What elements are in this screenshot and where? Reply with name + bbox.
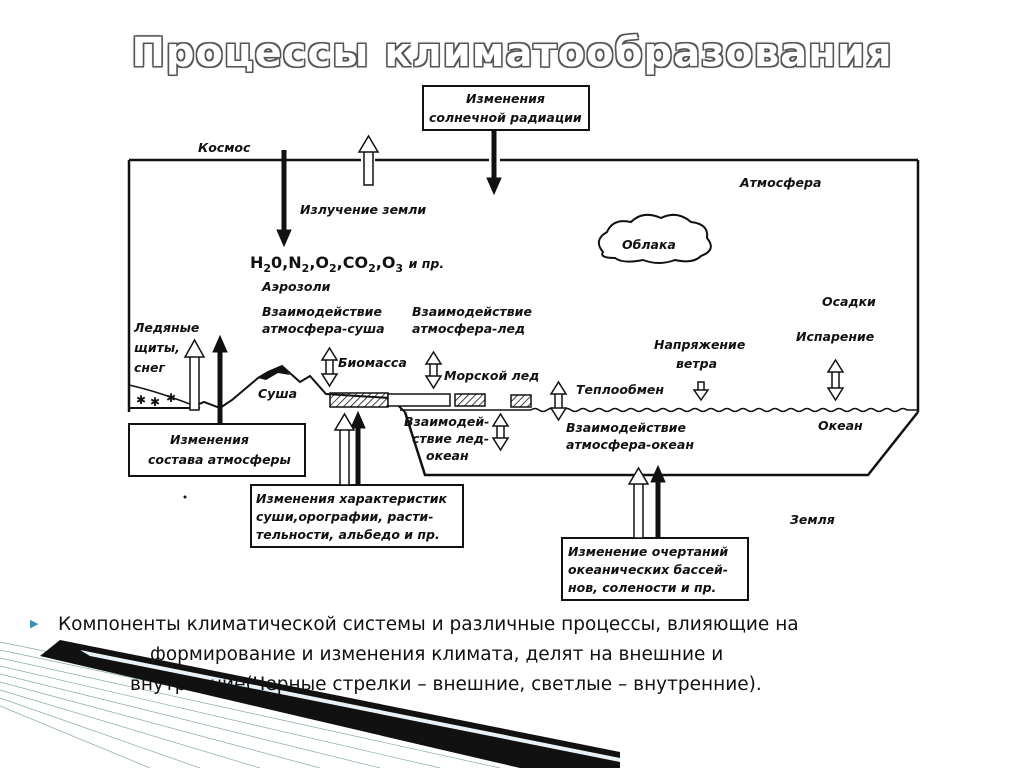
ice-ocean-line-2: ствие лед- (412, 431, 489, 446)
land-box-line-1: Изменения характеристик (256, 491, 448, 506)
ice-ocean-line-1: Взаимодей- (404, 414, 489, 429)
solar-box-line-2: солнечной радиации (429, 110, 582, 125)
aerosols-label: Аэрозоли (261, 279, 331, 294)
land-characteristics-box (250, 484, 464, 548)
land-box-line-2: суши,орографии, расти- (256, 509, 433, 524)
earth-radiation-label: Излучение земли (300, 202, 426, 217)
wind-down-arrow (692, 381, 710, 402)
slide-title: Процессы климатообразования (131, 30, 893, 76)
clouds-label: Облака (622, 237, 676, 252)
ice-sheets-line-2: щиты, (134, 340, 180, 355)
int-ice-line-1: Взаимодействие (412, 304, 532, 319)
heat-exchange-double-arrow (549, 380, 568, 422)
ocean-basin (403, 411, 919, 477)
sea-ice-double-arrow (424, 350, 443, 390)
caption-line-3: внутренние(Черные стрелки – внешние, све… (130, 674, 762, 695)
svg-text:✱: ✱ (166, 391, 176, 405)
int-land-line-1: Взаимодействие (262, 304, 382, 319)
land-up-arrow (350, 410, 366, 485)
composition-up-arrow (212, 334, 228, 424)
sea-ice-label: Морской лед (444, 368, 539, 383)
climate-diagram: ✱✱✱ Облака Изменения солнечной радиации … (127, 85, 920, 601)
cloud-shape (597, 213, 712, 264)
solar-box-line-1: Изменения (466, 91, 545, 106)
ice-sheets-line-1: Ледяные (133, 320, 199, 335)
decorative-stripes (0, 640, 620, 768)
svg-text:✱: ✱ (136, 393, 146, 407)
ocean-label: Океан (818, 418, 863, 433)
chemistry-formula: H20,N2,O2,CO2,O3 и пр. (250, 253, 444, 275)
ocean-basins-box (561, 537, 749, 601)
svg-text:H20,N2,O2,CO2,O3 и пр.: H20,N2,O2,CO2,O3 и пр. (250, 253, 444, 275)
solar-down-arrow (486, 130, 502, 196)
basin-up-arrow (650, 464, 666, 538)
land-box-line-3: тельности, альбедо и пр. (256, 527, 440, 542)
wind-line-2: ветра (676, 356, 717, 371)
comp-box-line-1: Изменения (170, 432, 249, 447)
ice-sheets-line-3: снег (134, 360, 166, 375)
basin-box-line-1: Изменение очертаний (568, 544, 728, 559)
land-light-up-arrow (333, 412, 356, 486)
sea-ice-block-2 (454, 393, 486, 407)
caption-line-1: Компоненты климатической системы и разли… (58, 614, 799, 635)
light-arrows (183, 134, 845, 539)
int-ice-line-2: атмосфера-лед (412, 321, 525, 336)
basin-box-line-3: нов, солености и пр. (568, 580, 716, 595)
ice-ocean-line-3: океан (426, 448, 469, 463)
caption-line-2: формирование и изменения климата, делят … (150, 644, 724, 665)
land-atm-double-arrow (320, 346, 339, 388)
basin-light-up-arrow (627, 466, 650, 539)
ice-sheet-up-arrow (183, 338, 206, 411)
heat-exchange-label: Теплообмен (576, 382, 664, 397)
sea-ice-block-1 (387, 393, 451, 407)
solar-radiation-box (422, 85, 590, 131)
atm-ocean-line-1: Взаимодействие (566, 420, 686, 435)
int-land-line-2: атмосфера-суша (262, 321, 385, 336)
ice-ocean-double-arrow (491, 412, 510, 452)
bullet-icon: ▶ (30, 617, 39, 630)
ocean-surface (530, 407, 918, 413)
atmosphere-composition-box (128, 423, 306, 477)
atmosphere-label: Атмосфера (739, 175, 821, 190)
radiation-down-arrow (276, 150, 292, 248)
snow-cap (258, 366, 290, 380)
earth-label: Земля (790, 512, 835, 527)
ice-sheet-stars: ✱ ✱ ✱ (136, 391, 176, 409)
stray-dot (183, 495, 187, 499)
kosmos-label: Космос (198, 140, 251, 155)
atmosphere-frame (127, 158, 920, 412)
earth-radiation-up-arrow (357, 134, 380, 186)
atm-ocean-line-2: атмосфера-океан (566, 437, 694, 452)
biomass-label: Биомасса (338, 355, 407, 370)
svg-text:✱: ✱ (150, 395, 160, 409)
wind-line-1: Напряжение (654, 337, 745, 352)
sea-ice-block-3 (510, 394, 532, 408)
comp-box-line-2: состава атмосферы (148, 452, 291, 467)
land-label: Суша (258, 386, 297, 401)
ice-sheet-shape (128, 384, 201, 409)
evaporation-label: Испарение (796, 329, 874, 344)
basin-box-line-2: океанических бассей- (568, 562, 728, 577)
biomass-block (329, 392, 389, 408)
evaporation-double-arrow (826, 358, 845, 402)
black-arrows (212, 130, 666, 538)
precip-label: Осадки (822, 294, 876, 309)
